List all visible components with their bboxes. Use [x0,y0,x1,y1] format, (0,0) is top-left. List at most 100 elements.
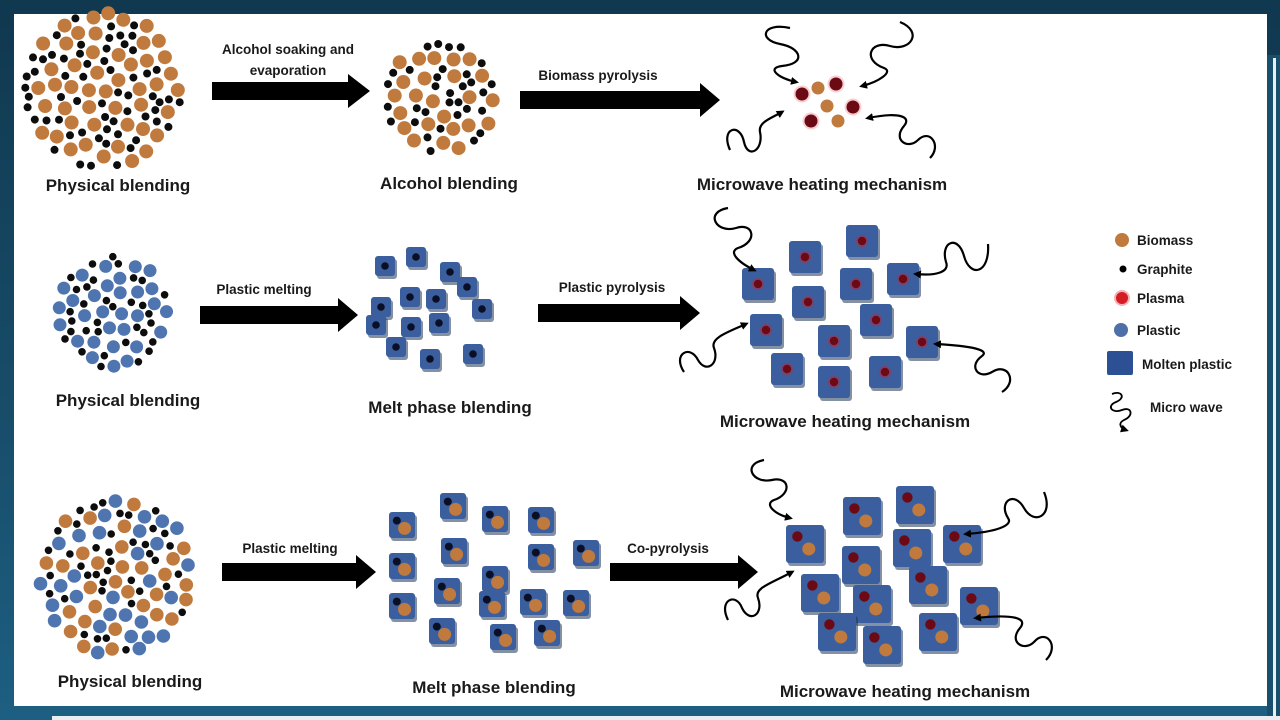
molten-plastic-square [792,286,826,321]
biomass-particle [87,117,102,132]
biomass-particle [67,58,82,73]
legend-item-molten-plastic: Molten plastic [1107,351,1233,375]
plastic-particle [87,289,101,303]
biomass-particle [116,12,131,27]
graphite-particle [531,548,540,557]
step-label: Plastic melting [242,541,337,556]
microwave-arrow [764,25,800,85]
graphite-particle [120,40,129,49]
graphite-particle [79,72,88,81]
molten-plastic-square [457,277,479,300]
graphite-particle [381,262,389,270]
graphite-particle [434,40,443,48]
graphite-particle [435,319,443,327]
microwave-arrow [724,570,795,621]
stage-label: Microwave heating mechanism [697,175,947,194]
graphite-particle [59,54,68,63]
molten-plastic-square [896,486,936,527]
microwave-arrow [726,110,785,153]
biomass-particle [115,540,129,554]
svg-text:Graphite: Graphite [1137,262,1193,277]
graphite-particle [405,65,414,74]
graphite-particle [78,128,87,137]
graphite-particle [67,273,75,282]
graphite-particle [55,115,63,124]
biomass-particle [76,546,90,561]
plasma-particle [761,325,771,335]
biomass-particle [421,117,436,132]
graphite-particle [155,98,164,107]
graphite-particle [66,131,74,140]
legend-item-biomass: Biomass [1115,233,1193,248]
molten-plastic-square [842,546,882,587]
biomass-particle [912,503,926,517]
biomass-particle [831,114,845,128]
plastic-particle [90,645,105,660]
plastic-particle [78,309,92,323]
biomass-particle [86,10,101,25]
molten-plastic-square [426,289,448,312]
graphite-particle [456,43,465,52]
plastic-particle [45,598,60,612]
microwave-arrow [963,491,1048,538]
plastic-particle [155,514,170,528]
graphite-particle [485,570,494,579]
stage-label: Physical blending [46,176,191,195]
graphite-particle [76,160,85,169]
biomass-particle [425,94,440,109]
biomass-particle [491,515,505,529]
plastic-particle [106,340,120,354]
molten-plastic-square [909,566,949,607]
graphite-particle [438,65,447,74]
graphite-particle [138,276,146,285]
graphite-dot-icon [1119,265,1127,273]
biomass-particle [959,542,973,556]
graphite-particle [135,587,144,595]
graphite-particle [107,22,116,31]
biomass-particle [38,99,53,113]
biomass-particle [91,556,105,570]
legend: Biomass Graphite Plasma Plastic Molten p… [1107,233,1233,433]
graphite-particle [116,31,125,40]
stage-label: Melt phase blending [368,398,531,417]
step-label: evaporation [250,63,327,78]
plasma-particle [902,492,913,503]
graphite-particle [66,550,74,558]
graphite-particle [386,117,395,126]
graphite-particle [129,46,137,55]
microwave-arrow [678,322,749,373]
graphite-particle [410,118,419,127]
plastic-particle [131,285,145,299]
graphite-particle [98,499,107,507]
molten-plastic-square [919,613,959,654]
plastic-particle [103,607,117,622]
biomass-particle [139,53,154,68]
biomass-particle [139,18,154,33]
molten-plastic-square [846,225,880,260]
graphite-particle [45,589,54,598]
microwave-arrow [859,20,914,89]
graphite-particle [462,70,471,79]
graphite-particle [94,327,102,336]
biomass-particle [396,75,411,89]
plastic-particle [134,615,149,629]
graphite-particle [21,83,30,92]
biomass-particle [82,100,97,115]
biomass-particle [83,511,97,525]
biomass-particle [132,82,147,97]
molten-plastic-square [750,314,784,349]
biomass-particle [438,627,452,641]
stage-label: Physical blending [58,672,203,691]
graphite-particle [433,73,442,82]
biomass-particle [436,135,451,150]
graphite-particle [103,566,112,575]
graphite-particle [76,506,84,515]
molten-plastic-square [440,493,468,522]
biomass-particle [407,133,421,148]
biomass-particle [105,642,119,656]
graphite-particle [151,106,160,115]
microwave-wave-icon [1109,392,1132,433]
plasma-particle [824,619,835,630]
graphite-particle [462,104,471,113]
